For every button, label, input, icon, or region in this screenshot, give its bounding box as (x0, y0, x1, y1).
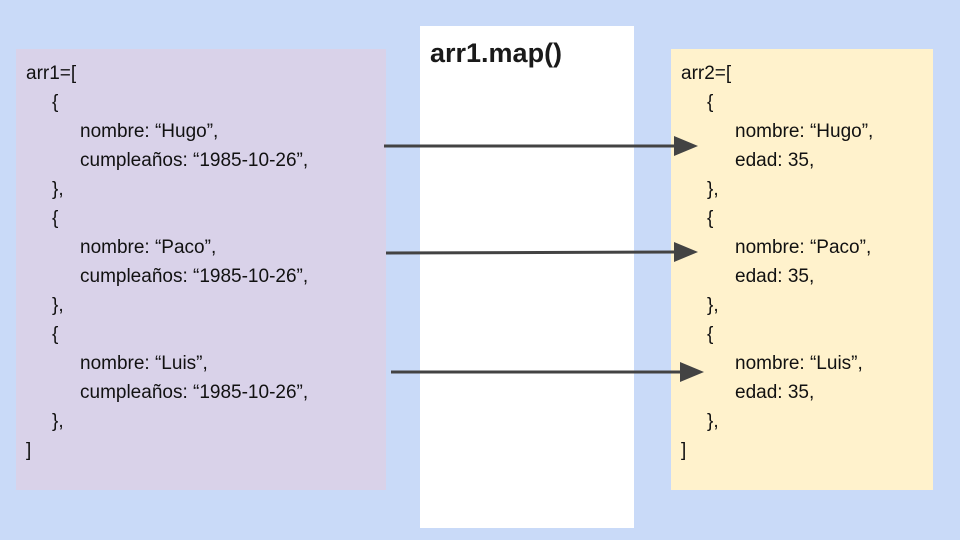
input-item-close-brace: }, (52, 295, 64, 316)
output-item-close-brace: }, (707, 295, 719, 316)
input-item-close-brace: }, (52, 411, 64, 432)
output-array-panel (671, 49, 933, 490)
output-footer: ] (681, 440, 687, 461)
output-item-nombre: nombre: “Hugo”, (735, 121, 874, 142)
map-operation-panel (420, 26, 634, 528)
input-array-panel (16, 49, 386, 490)
output-item-open-brace: { (707, 208, 714, 229)
output-item-edad: edad: 35, (735, 150, 815, 171)
output-item-edad: edad: 35, (735, 266, 815, 287)
output-item-open-brace: { (707, 324, 714, 345)
output-item-nombre: nombre: “Luis”, (735, 353, 863, 374)
mapping-arrow-luis (391, 362, 704, 382)
output-item-close-brace: }, (707, 179, 719, 200)
mapping-arrow-paco (385, 242, 698, 262)
mapping-arrow-hugo (384, 136, 698, 156)
input-item-open-brace: { (52, 92, 59, 113)
input-item-cumpleanos: cumpleaños: “1985-10-26”, (80, 266, 309, 287)
input-item-cumpleanos: cumpleaños: “1985-10-26”, (80, 150, 309, 171)
input-item-open-brace: { (52, 324, 59, 345)
input-item-nombre: nombre: “Paco”, (80, 237, 217, 258)
map-title: arr1.map() (430, 38, 563, 68)
input-item-close-brace: }, (52, 179, 64, 200)
input-item-nombre: nombre: “Hugo”, (80, 121, 219, 142)
output-item-nombre: nombre: “Paco”, (735, 237, 872, 258)
output-item-open-brace: { (707, 92, 714, 113)
input-item-open-brace: { (52, 208, 59, 229)
output-header: arr2=[ (681, 63, 732, 84)
output-item-edad: edad: 35, (735, 382, 815, 403)
input-item-cumpleanos: cumpleaños: “1985-10-26”, (80, 382, 309, 403)
input-item-nombre: nombre: “Luis”, (80, 353, 208, 374)
input-footer: ] (26, 440, 32, 461)
output-item-close-brace: }, (707, 411, 719, 432)
input-header: arr1=[ (26, 63, 77, 84)
